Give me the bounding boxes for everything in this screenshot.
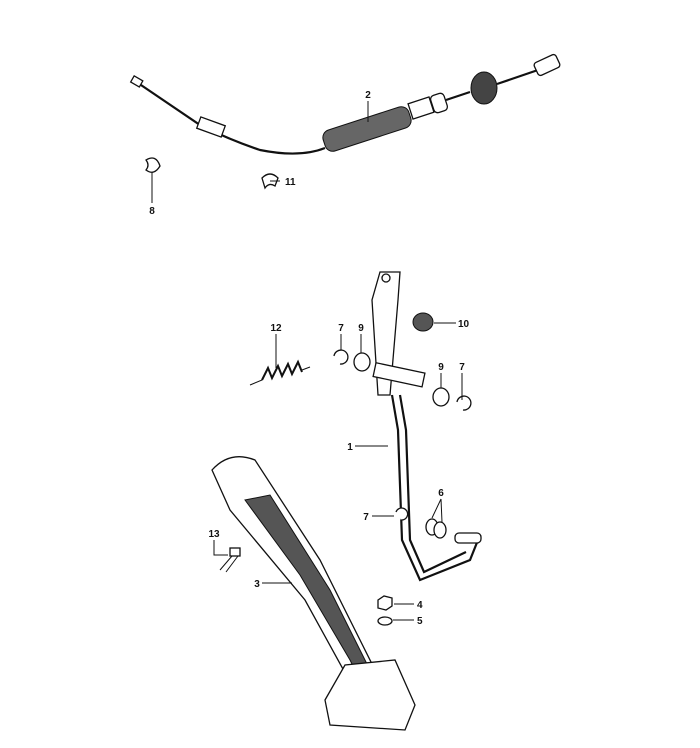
washer-5 xyxy=(377,616,393,626)
callout-4: 4 xyxy=(417,600,423,611)
callout-12: 12 xyxy=(270,323,282,334)
callout-6: 6 xyxy=(438,488,444,499)
callout-1: 1 xyxy=(347,442,353,453)
callout-9a: 9 xyxy=(358,323,364,334)
callout-13: 13 xyxy=(208,529,220,540)
spring-12 xyxy=(249,359,311,386)
pedal-lever-1 xyxy=(371,271,482,582)
circlip-7c xyxy=(395,507,409,521)
clip-8 xyxy=(145,157,161,173)
buffer-10 xyxy=(412,312,434,332)
callout-5: 5 xyxy=(417,616,423,627)
callout-3: 3 xyxy=(254,579,260,590)
callout-7b: 7 xyxy=(459,362,465,373)
callout-10: 10 xyxy=(458,319,470,330)
bolt-13 xyxy=(219,547,241,573)
callout-8: 8 xyxy=(149,206,155,217)
callout-9b: 9 xyxy=(438,362,444,373)
circlip-7b xyxy=(456,395,472,411)
leader-lines xyxy=(151,101,463,621)
bushing-9b xyxy=(432,387,450,407)
accelerator-cable xyxy=(129,53,561,155)
nut-4 xyxy=(377,595,393,611)
callout-7a: 7 xyxy=(338,323,344,334)
washers-6b xyxy=(433,521,447,539)
callout-11: 11 xyxy=(285,177,296,188)
callout-2: 2 xyxy=(365,90,371,101)
pedal-3 xyxy=(211,456,416,731)
circlip-7a xyxy=(333,349,349,365)
callout-7c: 7 xyxy=(363,512,369,523)
bushing-9a xyxy=(353,352,371,372)
